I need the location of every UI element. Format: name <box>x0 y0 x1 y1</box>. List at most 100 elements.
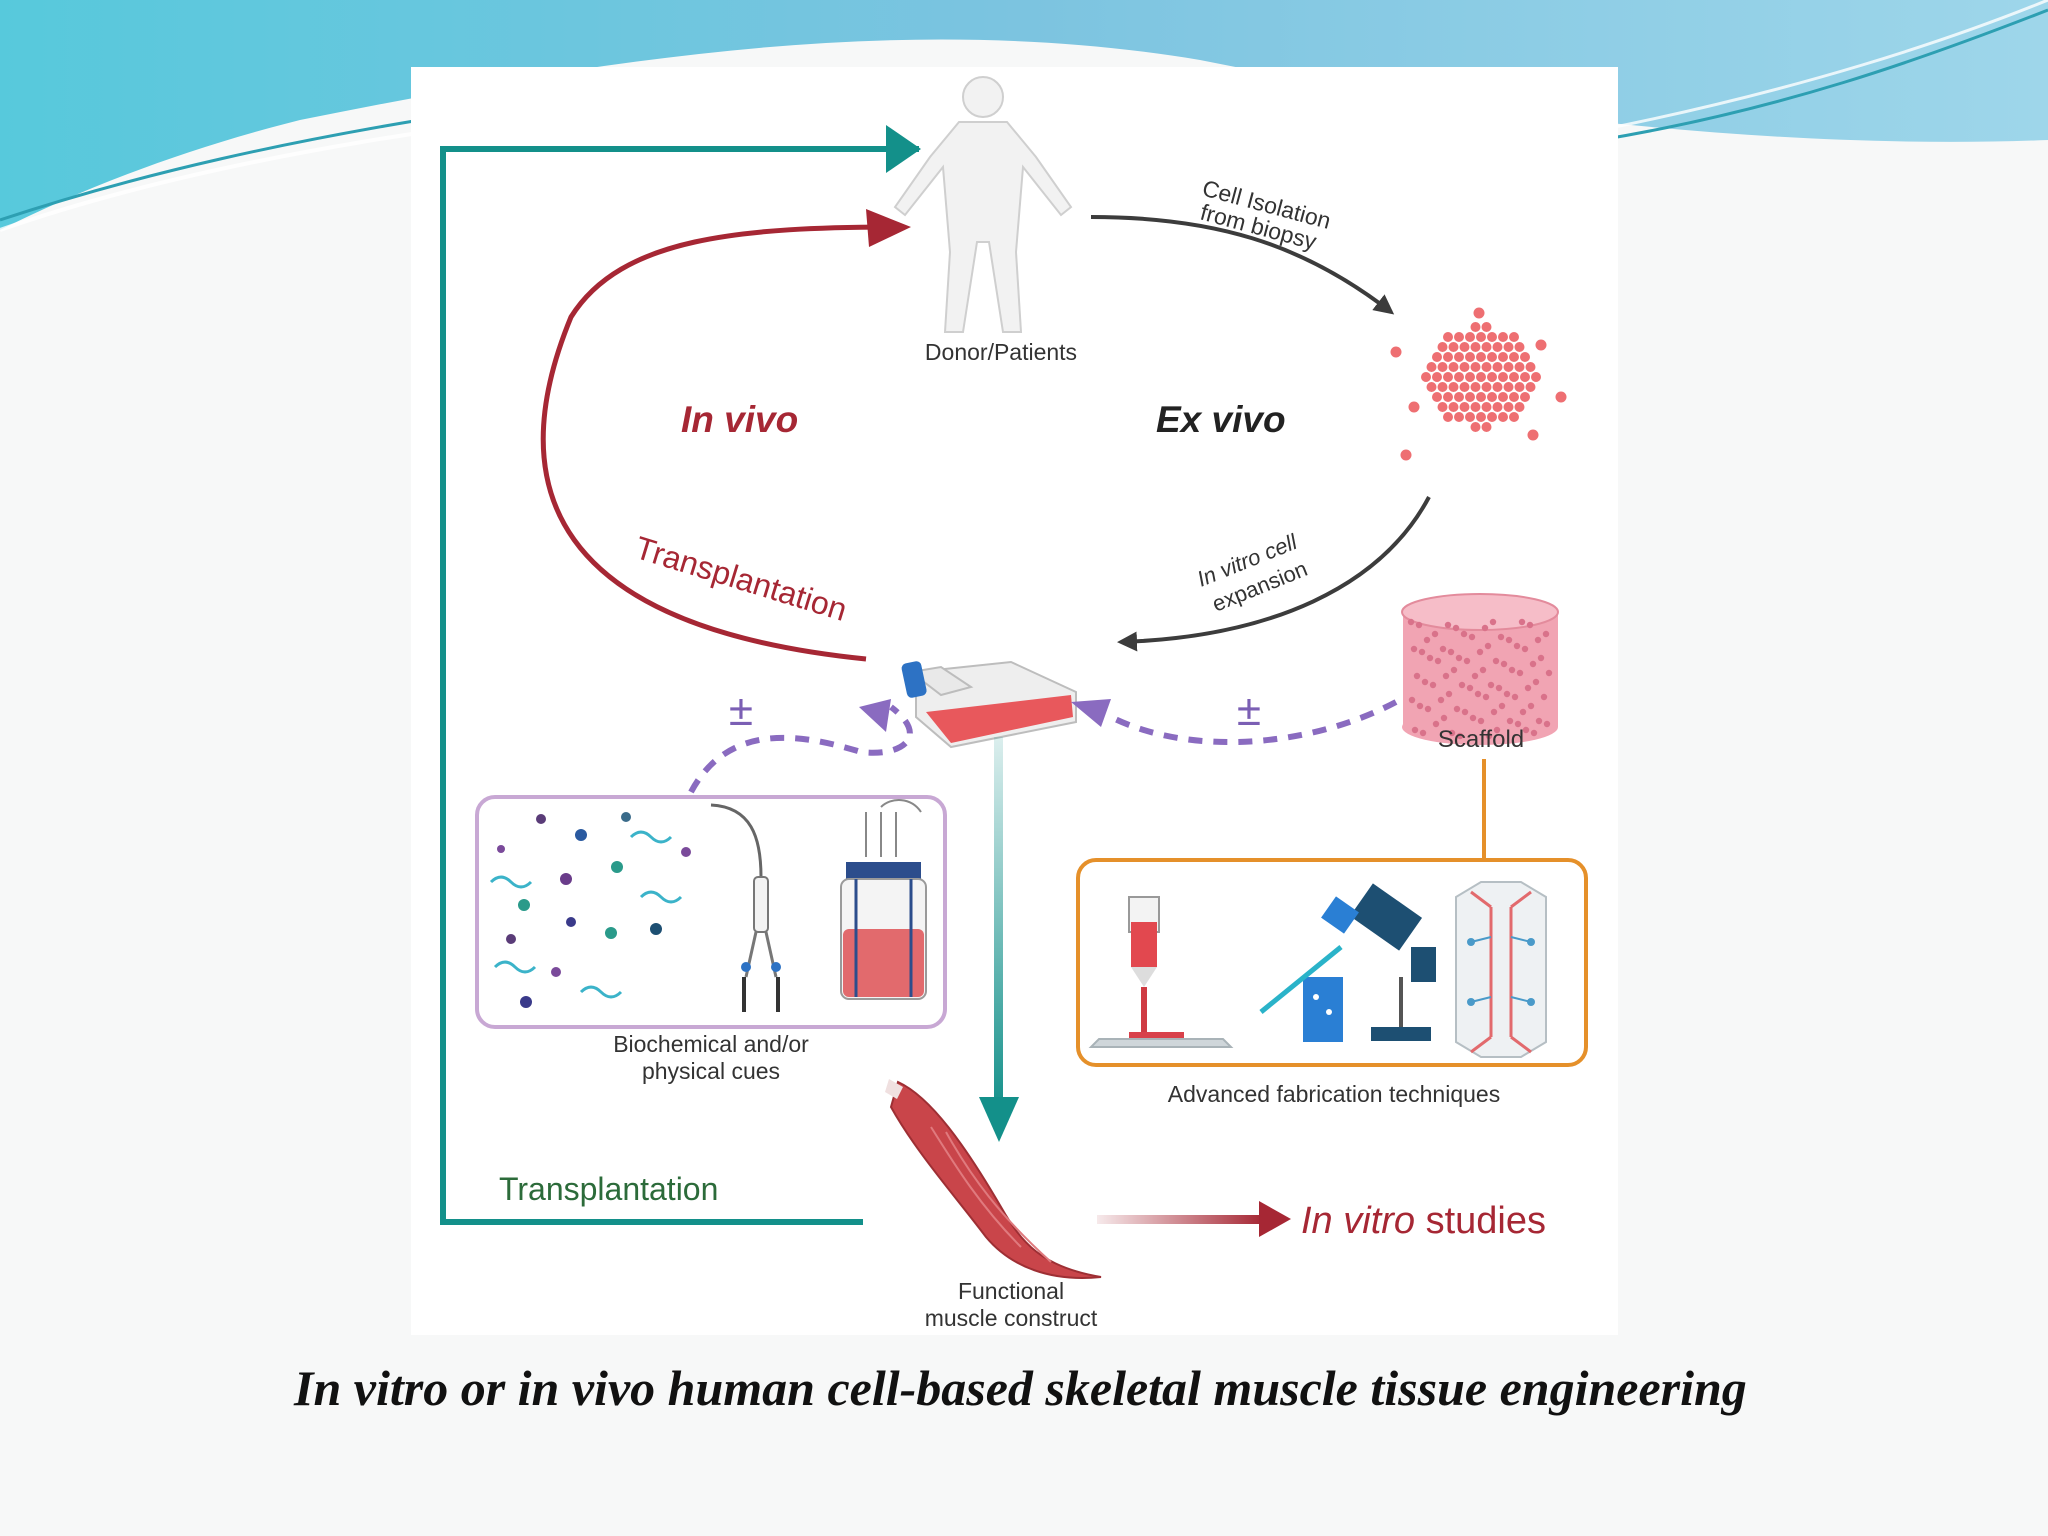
cell-dot <box>1514 402 1525 412</box>
cell-dot <box>1437 402 1448 412</box>
red-arrowhead <box>866 209 911 247</box>
in-vitro-studies-label: In vitro studies <box>1301 1200 1546 1242</box>
cell-cluster-icon <box>1390 307 1567 461</box>
scaffold-pore <box>1503 690 1511 698</box>
scaffold-pore <box>1535 717 1543 725</box>
culture-flask-icon <box>901 660 1077 749</box>
cell-dot <box>1470 342 1481 352</box>
cell-dot <box>1503 382 1514 392</box>
cell-dot <box>1525 362 1536 372</box>
scaffold-pore <box>1543 720 1551 728</box>
scaffold-pore <box>1471 672 1479 680</box>
cell-dot <box>1470 322 1481 332</box>
human-figure-icon <box>893 76 1073 333</box>
cell-dot <box>1470 422 1481 432</box>
cell-dot <box>1487 352 1497 362</box>
bioprinter-icon <box>1088 896 1234 1048</box>
scaffold-pore <box>1484 642 1492 650</box>
teal-arrowhead <box>886 125 921 173</box>
electrical-stimulator-icon <box>710 803 781 1012</box>
cell-dot <box>1492 402 1503 412</box>
cell-dot <box>1443 332 1453 342</box>
scaffold-pore <box>1474 690 1482 698</box>
cell-dot <box>1498 352 1508 362</box>
fabrication-label: Advanced fabrication techniques <box>1168 1081 1500 1107</box>
scaffold-pore <box>1434 657 1442 665</box>
scaffold-pore <box>1527 702 1535 710</box>
scaffold-pore <box>1500 660 1508 668</box>
scaffold-pore <box>1413 672 1421 680</box>
scaffold-pore <box>1516 669 1524 677</box>
scaffold-pore <box>1493 726 1501 734</box>
cell-dot <box>1465 372 1475 382</box>
electrospinning-icon <box>1259 883 1436 1042</box>
cell-dot <box>1432 372 1442 382</box>
cell-dot <box>1454 332 1464 342</box>
scaffold-pore <box>1423 636 1431 644</box>
in-vitro-studies-arrow-shaft <box>1097 1215 1263 1224</box>
cell-dot <box>1481 362 1492 372</box>
cell-dot <box>1448 382 1459 392</box>
cell-dot <box>1503 342 1514 352</box>
scaffold-pore <box>1532 678 1540 686</box>
cell-dot <box>1448 402 1459 412</box>
scaffold-pore <box>1440 714 1448 722</box>
cell-dot <box>1520 372 1530 382</box>
cell-dot <box>1454 392 1464 402</box>
scaffold-pore <box>1461 708 1469 716</box>
cell-dot <box>1503 362 1514 372</box>
scaffold-pore <box>1429 681 1437 689</box>
scaffold-pore <box>1468 633 1476 641</box>
cell-dot <box>1492 362 1503 372</box>
cell-dot <box>1443 412 1453 422</box>
cell-dot <box>1503 402 1514 412</box>
biochemical-label-1: Biochemical and/or <box>613 1031 809 1057</box>
scaffold-pore <box>1505 636 1513 644</box>
scaffold-arrowhead <box>1071 699 1111 727</box>
ex-vivo-label: Ex vivo <box>1156 399 1286 440</box>
scaffold-pore <box>1424 705 1432 713</box>
scaffold-pore <box>1506 717 1514 725</box>
transplantation-teal-label: Transplantation <box>499 1171 718 1207</box>
scaffold-pore <box>1518 618 1526 626</box>
cell-dot <box>1470 382 1481 392</box>
scaffold-pore <box>1476 648 1484 656</box>
scaffold-pore <box>1485 732 1493 740</box>
studies-text: studies <box>1415 1200 1546 1242</box>
donor-label: Donor/Patients <box>925 339 1077 365</box>
scaffold-pore <box>1479 666 1487 674</box>
cues-arrowhead <box>859 699 891 732</box>
scaffold-pore <box>1466 684 1474 692</box>
cell-dot <box>1487 372 1497 382</box>
cell-dot <box>1465 332 1475 342</box>
scaffold-pore <box>1431 630 1439 638</box>
cell-dot <box>1448 342 1459 352</box>
cell-dot <box>1470 402 1481 412</box>
scaffold-pore <box>1411 726 1419 734</box>
cell-dot <box>1448 362 1459 372</box>
scaffold-pore <box>1530 729 1538 737</box>
scaffold-pore <box>1415 621 1423 629</box>
slide-caption: In vitro or in vivo human cell-based ske… <box>294 1360 1747 1416</box>
plus-minus-left: ± <box>729 686 753 735</box>
red-transplantation-arc <box>540 224 902 662</box>
cell-dot <box>1555 391 1567 403</box>
scaffold-pore <box>1463 657 1471 665</box>
muscle-label-1: Functional <box>958 1278 1064 1304</box>
cell-dot <box>1487 332 1497 342</box>
cell-dot <box>1498 332 1508 342</box>
cell-dot <box>1432 392 1442 402</box>
scaffold-icon <box>1401 593 1559 745</box>
scaffold-pore <box>1481 624 1489 632</box>
scaffold-label: Scaffold <box>1438 726 1524 753</box>
cell-dot <box>1443 372 1453 382</box>
cell-dot <box>1509 352 1519 362</box>
cell-isolation-arrow <box>1090 215 1395 315</box>
scaffold-pore <box>1407 618 1415 626</box>
scaffold-pore <box>1526 621 1534 629</box>
biochemical-label-2: physical cues <box>642 1058 780 1084</box>
scaffold-pore <box>1426 654 1434 662</box>
cell-dot <box>1509 392 1519 402</box>
skeletal-muscle-engineering-diagram: Donor/Patients Cell Isolation from biops… <box>440 76 1588 1331</box>
scaffold-pore <box>1421 678 1429 686</box>
